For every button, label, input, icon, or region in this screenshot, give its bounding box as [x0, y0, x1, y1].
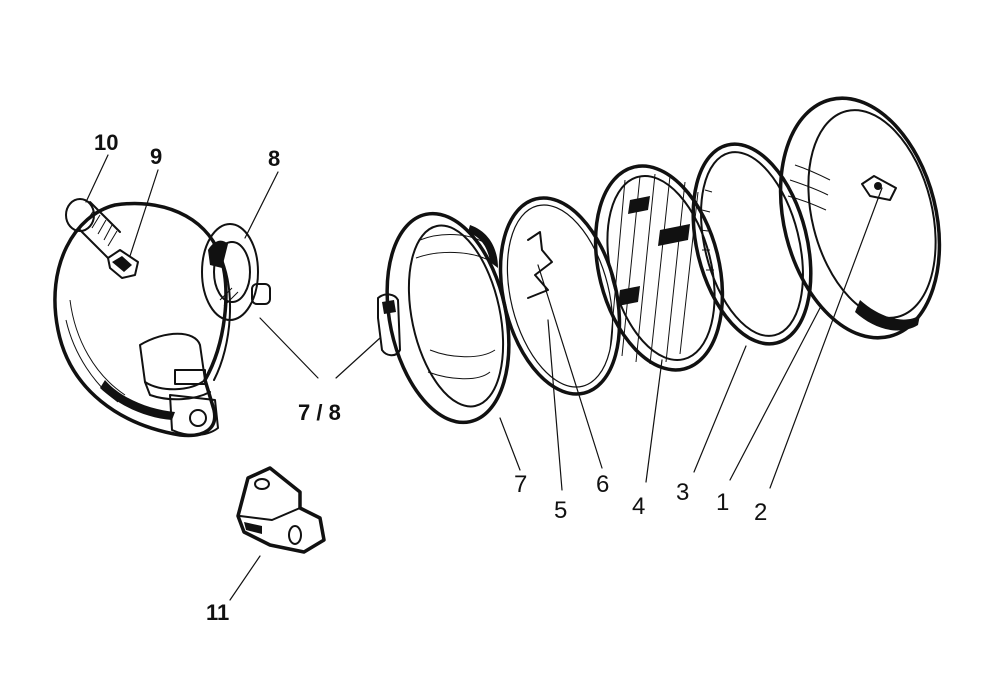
leader-2	[769, 187, 883, 489]
label-part-11: 11	[206, 600, 229, 625]
label-part-5: 5	[554, 497, 567, 524]
leader-11	[229, 555, 261, 601]
seal-ring-part-5	[498, 196, 622, 396]
bulb-socket-part-8	[201, 223, 271, 321]
label-part-7-8: 7 / 8	[298, 400, 341, 425]
leader-3	[693, 345, 747, 473]
leader-7	[499, 417, 521, 471]
leader-8	[244, 171, 279, 239]
label-part-4: 4	[632, 493, 645, 520]
leader-78-a	[259, 317, 319, 379]
leader-4	[645, 359, 663, 483]
label-part-8: 8	[268, 146, 280, 171]
leader-6	[537, 264, 603, 469]
leader-1	[729, 307, 821, 481]
leader-5	[547, 319, 563, 491]
lamp-housing	[53, 201, 232, 438]
label-part-1: 1	[716, 489, 729, 516]
leader-lines	[85, 154, 883, 601]
nut-part-9	[107, 249, 139, 279]
part-labels: 10 9 8 7 / 8 7 5 6 4 3 1 2 11	[94, 130, 767, 625]
spring-clip-part-6	[527, 231, 553, 299]
leader-10	[85, 154, 109, 203]
leader-78-b	[335, 337, 381, 379]
label-part-2: 2	[754, 499, 767, 526]
outer-bezel-part-1	[778, 96, 942, 340]
label-part-9: 9	[150, 144, 162, 169]
bulb-holder-part-10	[65, 198, 121, 259]
inner-rim-part-3	[691, 142, 813, 346]
label-part-7: 7	[514, 471, 527, 498]
lens-part-4	[593, 164, 725, 372]
label-part-6: 6	[596, 471, 609, 498]
label-part-3: 3	[676, 479, 689, 506]
reflector-part-7	[377, 211, 511, 425]
mounting-bracket-part-11	[236, 466, 326, 554]
retaining-screw-part-2	[861, 175, 897, 201]
label-part-10: 10	[94, 130, 118, 155]
leader-9	[129, 169, 159, 257]
